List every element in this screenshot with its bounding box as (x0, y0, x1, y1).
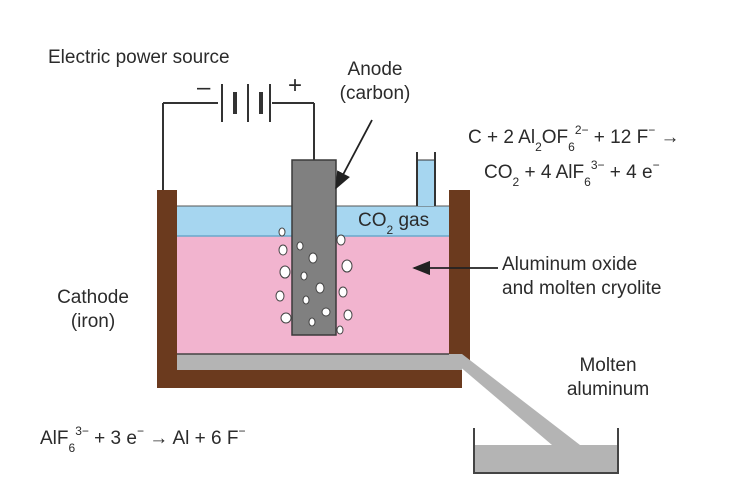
anode-equation-line2: CO2 + 4 AlF6 3− + 4 e− (484, 157, 660, 188)
cathode-label-line2: (iron) (70, 311, 116, 332)
eq-term: CO (484, 162, 513, 183)
eq-term: + 3 e (88, 428, 137, 449)
eq-subscript: 6 (568, 139, 575, 154)
eq-term: + 4 e (604, 162, 653, 183)
gas-outlet-tube (416, 152, 436, 206)
power-source-label: Electric power source (48, 47, 230, 68)
eq-subscript: 2 (512, 174, 520, 189)
molten-aluminum-channel (177, 354, 580, 445)
anode-label-line1: Anode (347, 59, 403, 80)
co2-subscript: 2 (386, 222, 394, 237)
battery-icon (221, 84, 271, 122)
eq-superscript: − (652, 157, 660, 172)
power-circuit-wires (162, 102, 315, 192)
co2-suffix: gas (393, 210, 430, 231)
plus-terminal-label: + (288, 72, 303, 99)
eq-term: C + 2 Al (468, 127, 536, 148)
eq-superscript: − (136, 423, 144, 438)
eq-term: + 12 F (588, 127, 649, 148)
molten-aluminum-label: Molten aluminum (550, 354, 666, 402)
eq-term: + 4 AlF (519, 162, 585, 183)
eq-term: → Al + 6 F (143, 428, 239, 449)
molten-aluminum-label-line2: aluminum (566, 379, 650, 400)
molten-aluminum-label-line1: Molten (579, 355, 637, 376)
gas-bubbles (275, 227, 353, 335)
eq-term: AlF (40, 428, 69, 449)
eq-arrow: → (655, 127, 680, 148)
anode-label-line2: (carbon) (339, 83, 411, 104)
anode-pointer-arrow (335, 119, 373, 190)
eq-superscript: 3− (75, 423, 89, 438)
eq-subscript: 6 (68, 440, 76, 455)
electrolyte-label-line1: Aluminum oxide (502, 254, 638, 275)
eq-superscript: − (238, 423, 246, 438)
eq-term: OF (541, 127, 569, 148)
eq-superscript: − (648, 122, 656, 137)
anode-label: Anode (carbon) (330, 58, 420, 106)
electrolyte-label: Aluminum oxide and molten cryolite (502, 253, 661, 301)
co2-text: CO (358, 210, 387, 231)
electrolyte-label-line2: and molten cryolite (502, 278, 662, 299)
cathode-label-line1: Cathode (57, 287, 129, 308)
eq-superscript: 3− (590, 157, 605, 172)
cathode-label: Cathode (iron) (40, 286, 146, 334)
cathode-equation: AlF63− + 3 e− → Al + 6 F− (40, 423, 246, 454)
eq-subscript: 6 (584, 174, 591, 189)
eq-subscript: 2 (535, 139, 542, 154)
co2-gas-label: CO2 gas (358, 209, 430, 236)
collection-pan (473, 428, 619, 474)
anode-equation-line1: C + 2 Al2OF6 2− + 12 F− → (468, 122, 680, 153)
eq-superscript: 2− (574, 122, 589, 137)
minus-terminal-label: – (197, 74, 211, 101)
